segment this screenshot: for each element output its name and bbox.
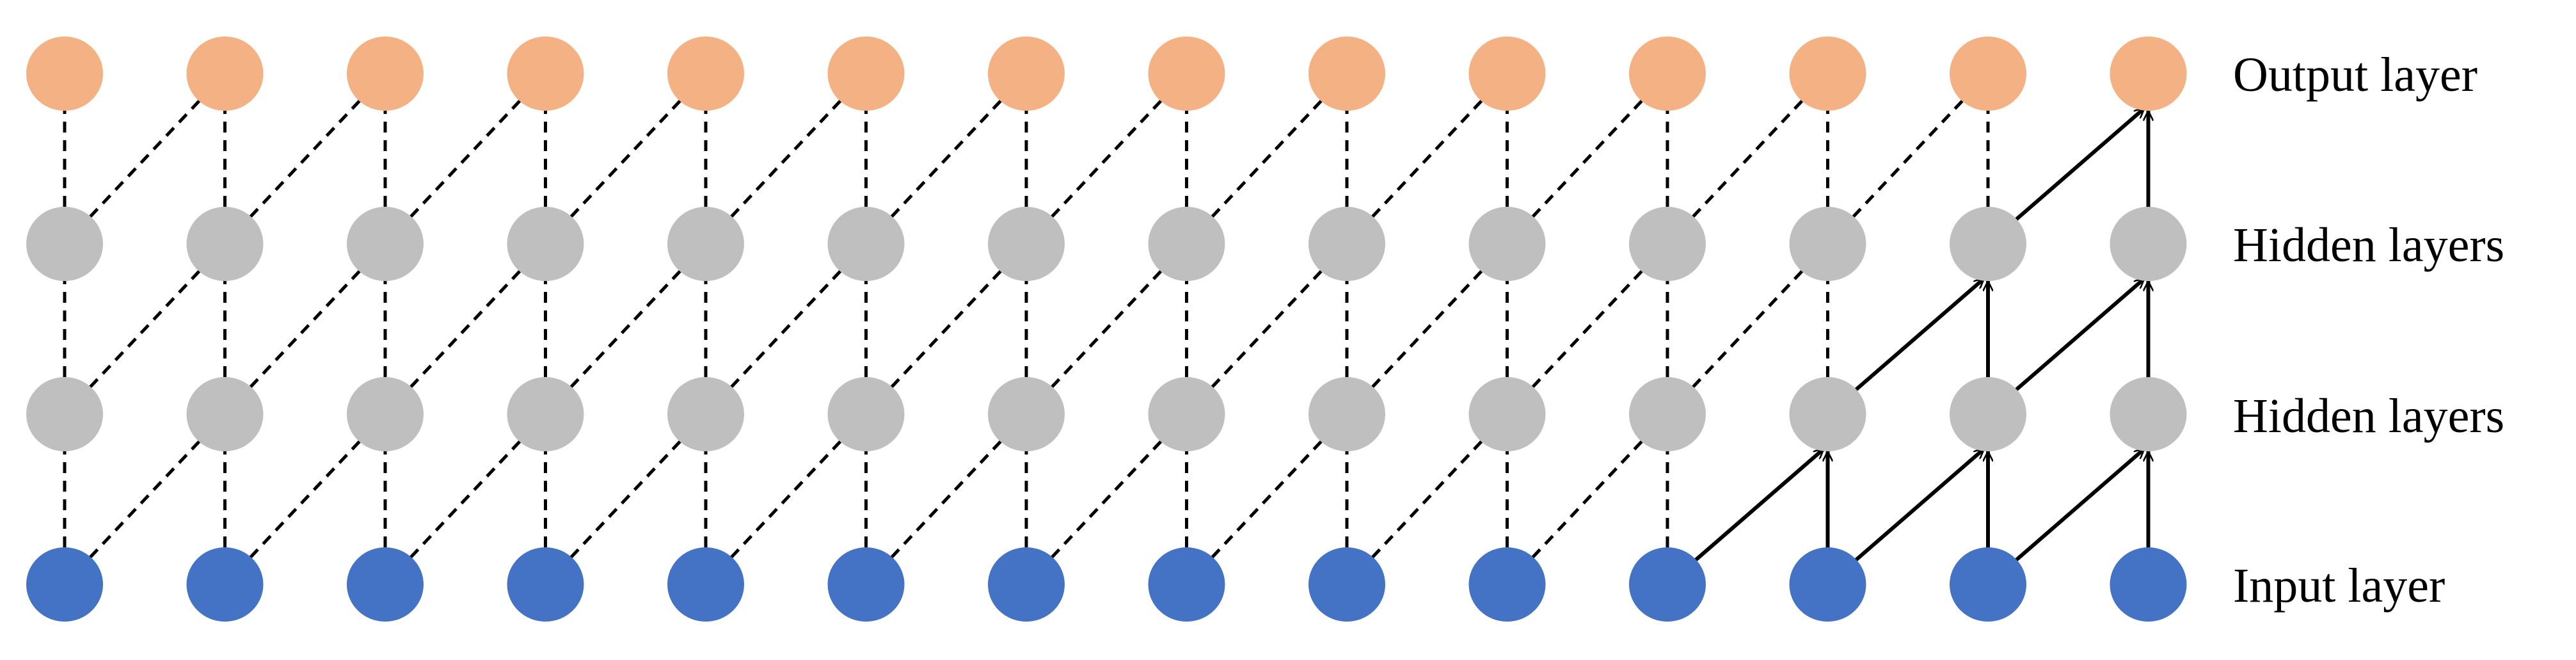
hidden-node — [988, 207, 1065, 281]
hidden-node — [1308, 207, 1385, 281]
dashed-diagonal-edge — [704, 72, 868, 245]
input-node — [1950, 547, 2026, 622]
hidden-node — [347, 377, 424, 451]
hidden-node — [507, 207, 584, 281]
hidden-node — [1468, 377, 1546, 451]
dashed-diagonal-edge — [223, 72, 386, 245]
output-node — [347, 36, 424, 111]
hidden-node — [1950, 377, 2026, 451]
output-node — [1629, 36, 1706, 111]
hidden-node — [2110, 377, 2187, 451]
dashed-diagonal-edge — [1025, 413, 1188, 586]
dashed-diagonal-edge — [384, 72, 547, 245]
hidden-node — [1950, 207, 2026, 281]
dashed-diagonal-edge — [384, 243, 547, 415]
hidden-layers-label-lower: Hidden layers — [2233, 389, 2504, 443]
output-node — [1308, 36, 1385, 111]
dashed-diagonal-edge — [544, 72, 707, 245]
hidden-node — [186, 377, 264, 451]
hidden-node — [1308, 377, 1385, 451]
hidden-node — [26, 377, 103, 451]
hidden-node — [2110, 207, 2187, 281]
dashed-diagonal-edge — [63, 72, 227, 245]
hidden-node — [1468, 207, 1546, 281]
dashed-diagonal-edge — [544, 243, 707, 415]
output-node — [507, 36, 584, 111]
hidden-node — [1148, 377, 1225, 451]
hidden-node — [827, 377, 905, 451]
dashed-diagonal-edge — [1185, 413, 1348, 586]
edge-group — [63, 72, 2149, 586]
dashed-diagonal-edge — [1666, 72, 1829, 245]
hidden-node — [1789, 377, 1866, 451]
hidden-node — [1789, 207, 1866, 281]
input-layer-label: Input layer — [2233, 559, 2445, 613]
input-node — [1308, 547, 1385, 622]
dashed-diagonal-edge — [1185, 72, 1348, 245]
output-node — [186, 36, 264, 111]
input-node — [507, 547, 584, 622]
dashed-diagonal-edge — [1025, 243, 1188, 415]
dashed-diagonal-edge — [1506, 72, 1669, 245]
dashed-diagonal-edge — [1826, 72, 1989, 245]
dashed-diagonal-edge — [864, 72, 1028, 245]
dashed-diagonal-edge — [1666, 243, 1829, 415]
dashed-diagonal-edge — [1025, 72, 1188, 245]
input-node — [1789, 547, 1866, 622]
dashed-diagonal-edge — [704, 243, 868, 415]
dashed-diagonal-edge — [384, 413, 547, 586]
hidden-node — [1148, 207, 1225, 281]
output-node — [1468, 36, 1546, 111]
dashed-diagonal-edge — [63, 413, 227, 586]
input-node — [827, 547, 905, 622]
hidden-node — [1629, 377, 1706, 451]
hidden-node — [1629, 207, 1706, 281]
hidden-node — [667, 377, 744, 451]
input-node — [26, 547, 103, 622]
dashed-diagonal-edge — [1185, 243, 1348, 415]
output-node — [2110, 36, 2187, 111]
dashed-diagonal-edge — [223, 413, 386, 586]
output-node — [827, 36, 905, 111]
dashed-diagonal-edge — [864, 243, 1028, 415]
dashed-diagonal-edge — [1346, 72, 1509, 245]
input-node — [2110, 547, 2187, 622]
input-node — [186, 547, 264, 622]
input-node — [988, 547, 1065, 622]
dashed-diagonal-edge — [704, 413, 868, 586]
hidden-layers-label-upper: Hidden layers — [2233, 218, 2504, 272]
dashed-diagonal-edge — [544, 413, 707, 586]
input-node — [1468, 547, 1546, 622]
output-node — [26, 36, 103, 111]
hidden-node — [667, 207, 744, 281]
output-node — [667, 36, 744, 111]
dashed-diagonal-edge — [1506, 413, 1669, 586]
input-node — [1148, 547, 1225, 622]
output-node — [988, 36, 1065, 111]
input-node — [667, 547, 744, 622]
hidden-node — [186, 207, 264, 281]
dashed-diagonal-edge — [63, 243, 227, 415]
output-node — [1950, 36, 2026, 111]
hidden-node — [827, 207, 905, 281]
output-layer-label: Output layer — [2233, 48, 2477, 102]
dashed-diagonal-edge — [223, 243, 386, 415]
dashed-diagonal-edge — [864, 413, 1028, 586]
output-node — [1148, 36, 1225, 111]
dashed-diagonal-edge — [1346, 413, 1509, 586]
hidden-node — [347, 207, 424, 281]
hidden-node — [26, 207, 103, 281]
node-group — [26, 36, 2187, 622]
input-node — [1629, 547, 1706, 622]
dashed-diagonal-edge — [1346, 243, 1509, 415]
output-node — [1789, 36, 1866, 111]
dashed-diagonal-edge — [1506, 243, 1669, 415]
hidden-node — [988, 377, 1065, 451]
input-node — [347, 547, 424, 622]
hidden-node — [507, 377, 584, 451]
